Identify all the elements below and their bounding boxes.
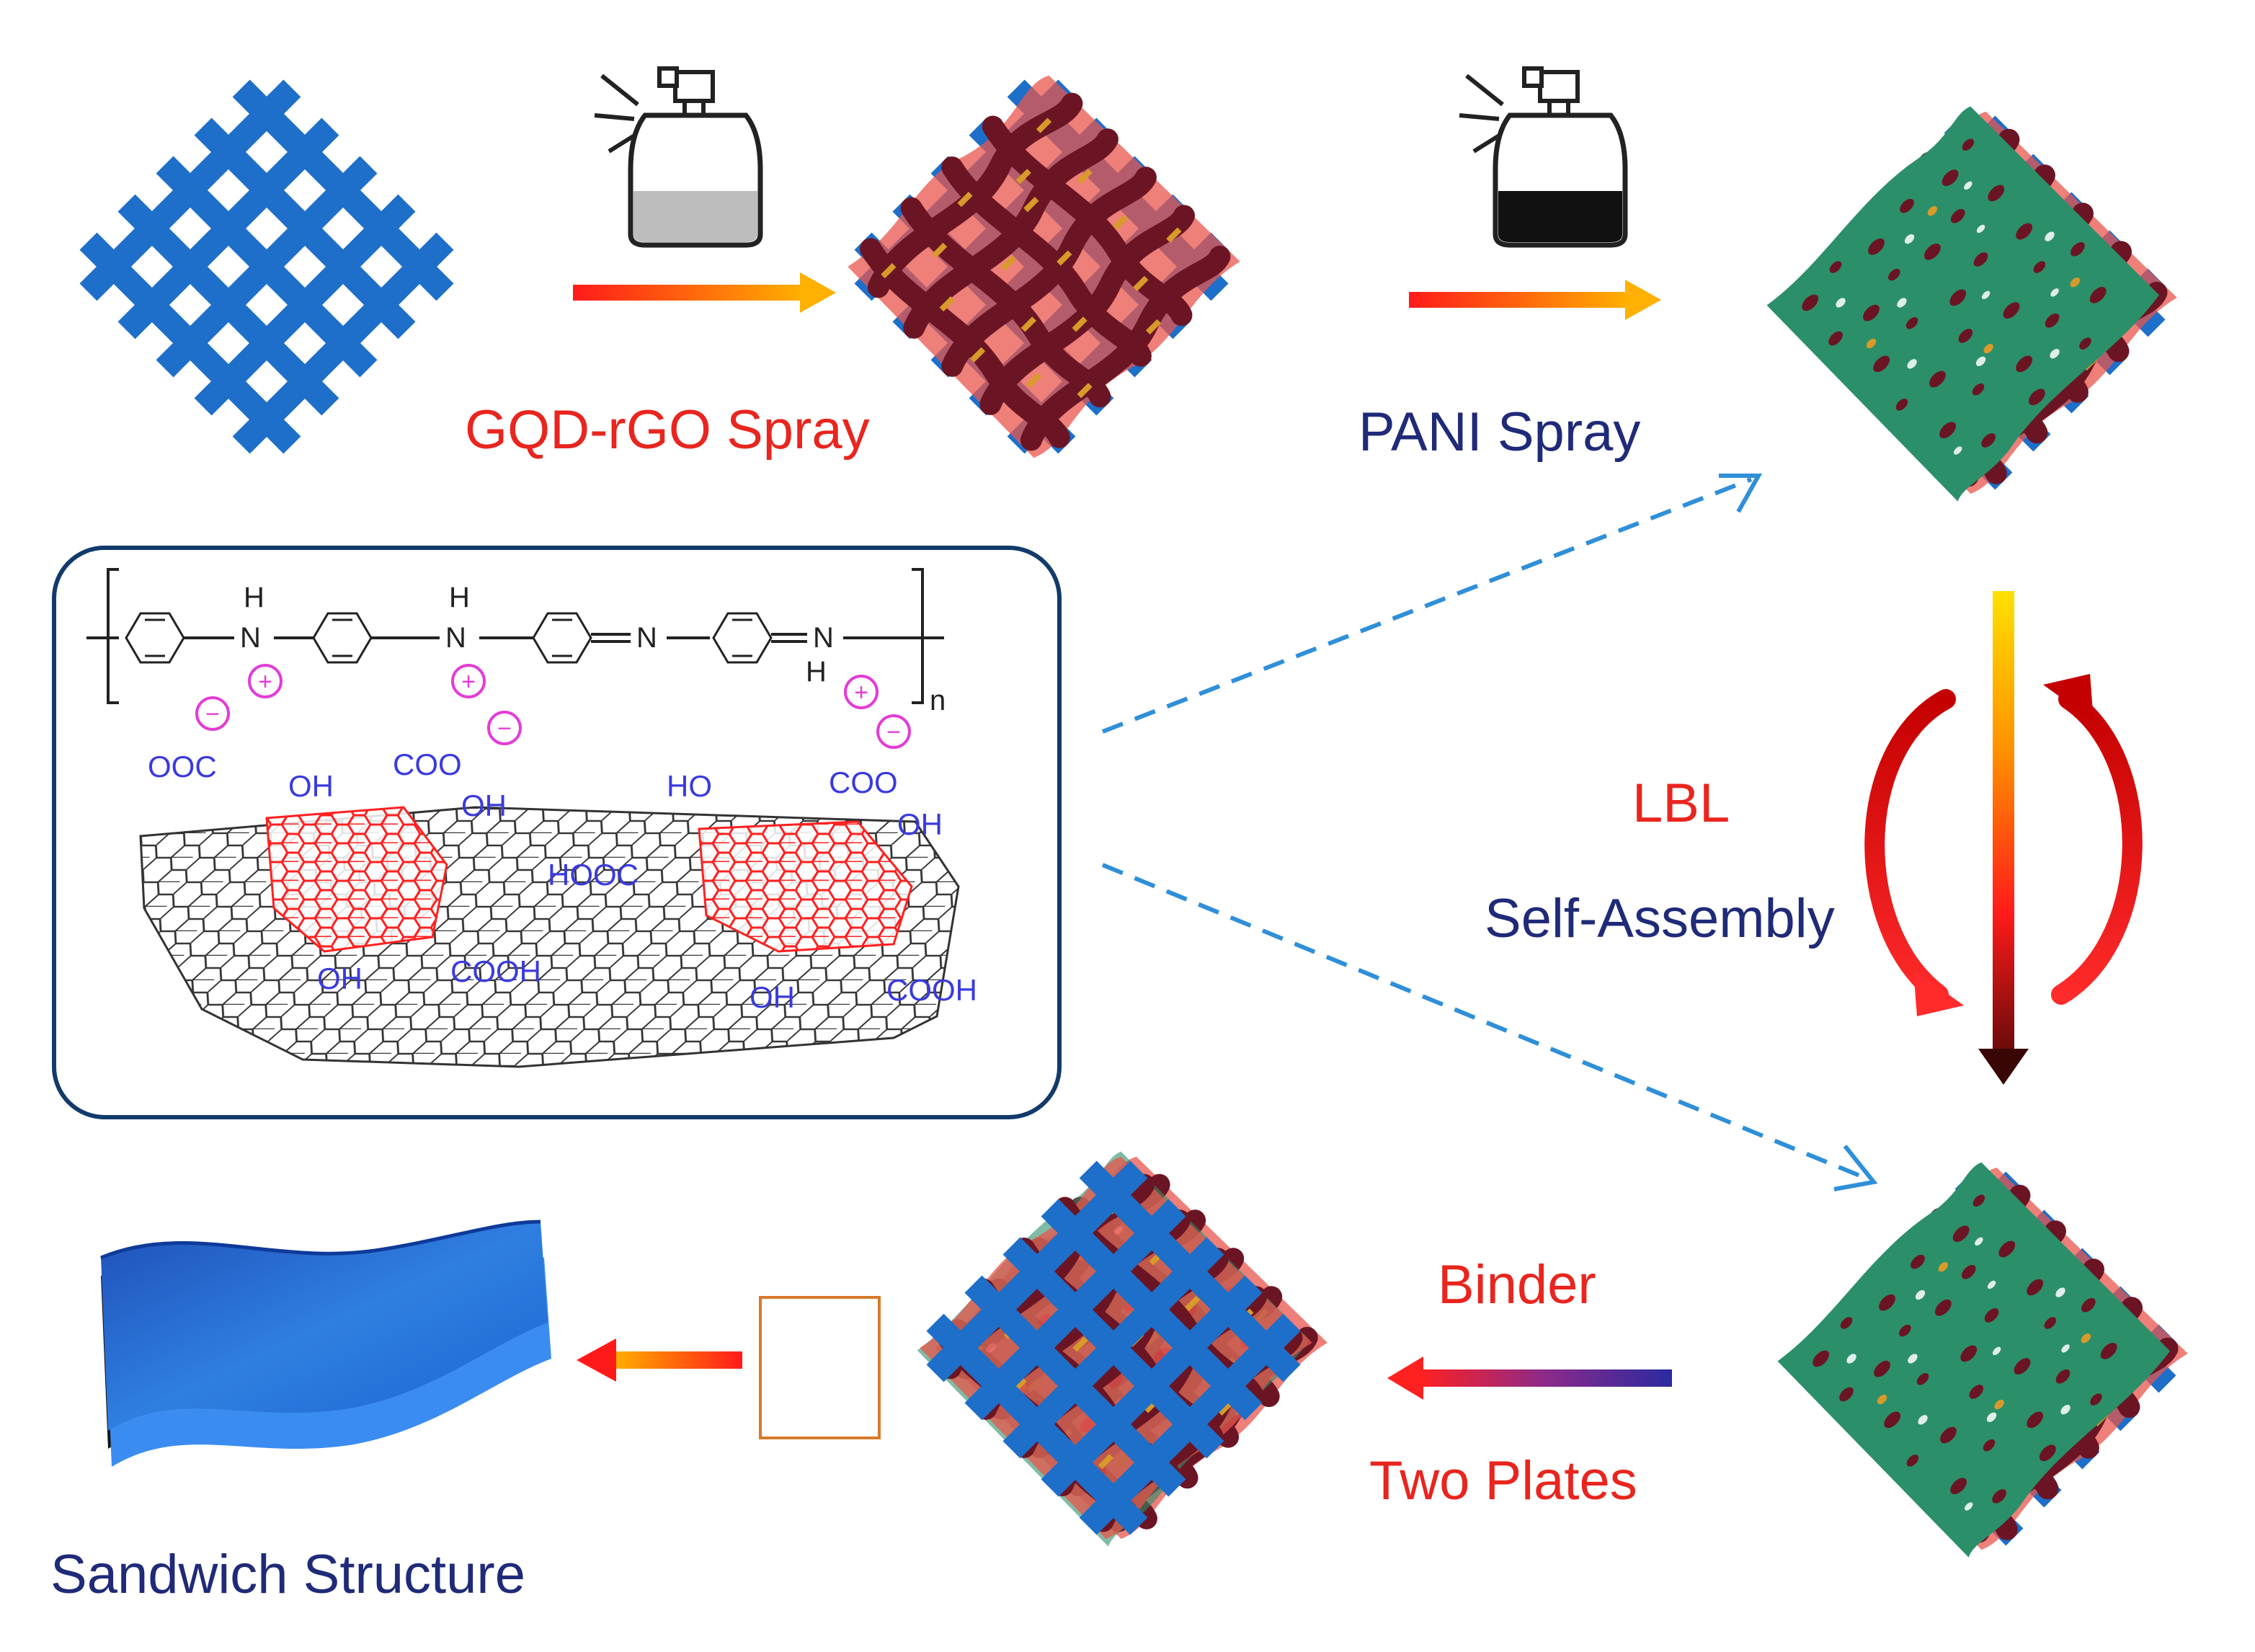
arrow-gqd-spray: [573, 272, 836, 313]
label-sandwich-structure: Sandwich Structure: [50, 1544, 525, 1605]
dashed-connector-down: [1101, 863, 1878, 1191]
arrow-to-sandwich: [577, 1338, 742, 1382]
lbl-cycle-arrows: [1864, 674, 2143, 1016]
spray-bottle-black-icon: [1459, 66, 1628, 248]
positive-charge-1: [248, 664, 283, 698]
minus-sign-1: −: [205, 701, 220, 728]
label-gqd-rgo-spray: GQD-rGO Spray: [465, 399, 870, 461]
blank-mesh-substrate: [63, 63, 471, 471]
group-oh-3: OH: [897, 807, 943, 841]
chem-h-2: H: [449, 582, 470, 613]
chem-n-1: N: [240, 622, 261, 654]
group-oh-2: OH: [461, 789, 507, 822]
label-binder: Binder: [1438, 1254, 1596, 1315]
chem-h-1: H: [244, 582, 264, 613]
plus-sign-1: +: [258, 668, 272, 696]
group-coo-2: COO: [829, 765, 898, 799]
pani-rgo-coated-mesh-top: [1763, 95, 2182, 514]
pani-rgo-coated-mesh-bottom: [1774, 1151, 2193, 1570]
negative-charge-1: [195, 696, 230, 731]
pani-chain: [125, 612, 944, 664]
minus-sign-3: −: [886, 719, 901, 746]
spray-bottle-gray-icon: [594, 66, 763, 248]
chem-h-3: H: [806, 656, 827, 688]
chem-n-3: N: [636, 622, 657, 654]
group-oh-5: OH: [750, 980, 795, 1014]
two-plates-bonded-mesh: [909, 1137, 1329, 1556]
group-ooc: OOC: [148, 750, 217, 783]
zoom-highlight-box: [759, 1296, 881, 1439]
label-lbl: LBL: [1632, 773, 1730, 834]
group-hooc: HOOC: [548, 858, 639, 892]
chem-n-2: N: [445, 622, 466, 654]
group-cooh-2: COOH: [886, 973, 977, 1007]
plus-sign-2: +: [461, 668, 476, 696]
rgo-coated-mesh: [837, 63, 1245, 471]
chem-n-4: N: [813, 622, 834, 654]
sandwich-structure-sheet: [100, 1220, 551, 1467]
subscript-n: n: [930, 685, 946, 716]
positive-charge-2: [451, 664, 486, 698]
minus-sign-2: −: [497, 715, 512, 742]
arrow-binder: [1387, 1356, 1672, 1400]
lbl-down-arrow: [1978, 591, 2029, 1085]
group-cooh-1: COOH: [450, 954, 541, 988]
group-oh-1: OH: [288, 769, 334, 803]
label-pani-spray: PANI Spray: [1358, 401, 1640, 463]
group-coo-1: COO: [393, 747, 462, 781]
label-two-plates: Two Plates: [1369, 1450, 1637, 1511]
plus-sign-3: +: [854, 679, 868, 706]
negative-charge-3: [876, 714, 911, 749]
label-self-assembly: Self-Assembly: [1485, 888, 1835, 949]
dashed-connector-up: [1101, 474, 1763, 734]
group-oh-4: OH: [317, 962, 363, 995]
chemical-structure-panel: n H N H N N N H +: [52, 546, 1062, 1119]
group-ho: HO: [667, 769, 712, 803]
positive-charge-3: [844, 675, 879, 709]
arrow-pani-spray: [1409, 280, 1661, 320]
negative-charge-2: [487, 711, 522, 745]
